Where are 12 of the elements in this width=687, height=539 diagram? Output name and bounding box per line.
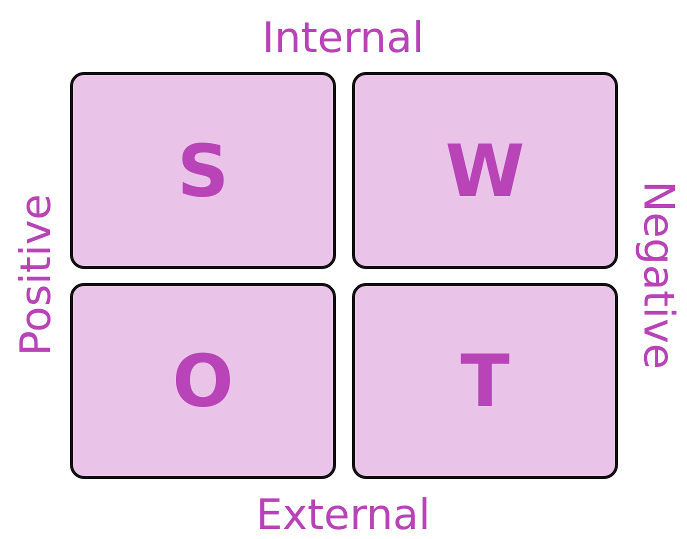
quadrant-box: [70, 283, 336, 479]
axis-label: Positive: [14, 194, 57, 356]
quadrant-letter: T: [460, 345, 510, 417]
quadrant-box: [352, 72, 618, 269]
axis-label: Internal: [262, 17, 424, 59]
quadrant-letter: S: [177, 134, 229, 206]
quadrant-box: [70, 72, 336, 269]
axis-label: External: [256, 494, 430, 536]
axis-label: Negative: [636, 180, 679, 370]
quadrant-letter: W: [445, 134, 525, 206]
quadrant-box: [352, 283, 618, 479]
quadrant-letter: O: [172, 345, 234, 417]
